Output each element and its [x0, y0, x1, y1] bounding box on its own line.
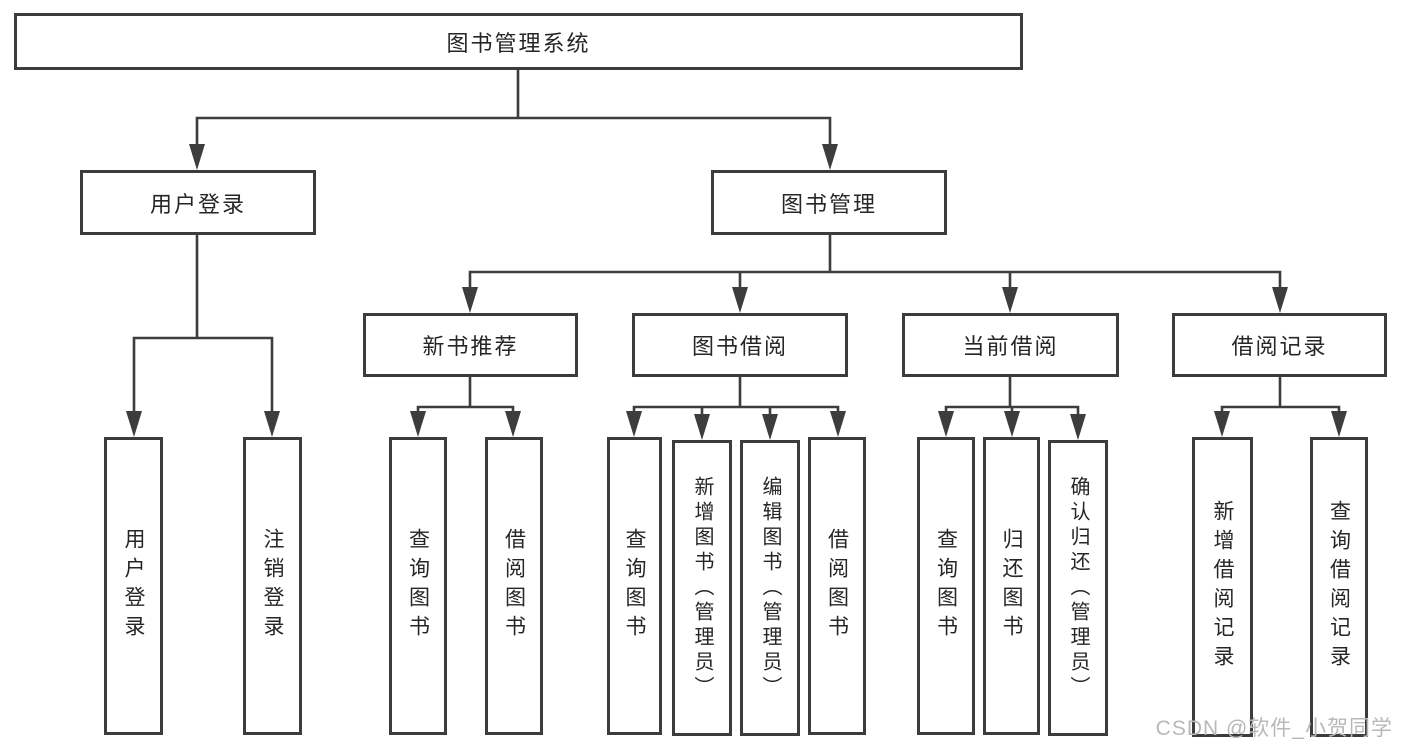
node-book-management: 图书管理	[711, 170, 947, 235]
node-current-borrowing: 当前借阅	[902, 313, 1119, 377]
leaf-label: 新增借阅记录	[1211, 500, 1234, 674]
csdn-watermark: CSDN @软件_小贺同学	[1155, 717, 1393, 740]
leaf-confirm-return-admin: 确认归还（管理员）	[1048, 440, 1108, 736]
leaf-label: 查询借阅记录	[1327, 500, 1351, 674]
leaf-label: 借阅图书	[502, 528, 526, 644]
node-book-borrowing: 图书借阅	[632, 313, 848, 377]
leaf-add-borrow-record: 新增借阅记录	[1192, 437, 1253, 737]
leaf-label: 确认归还（管理员）	[1067, 475, 1089, 701]
node-user-login: 用户登录	[80, 170, 316, 235]
leaf-label: 查询图书	[623, 528, 646, 644]
leaf-query-books-current: 查询图书	[917, 437, 975, 735]
node-new-book-recommend: 新书推荐	[363, 313, 578, 377]
leaf-return-books: 归还图书	[983, 437, 1040, 735]
node-root: 图书管理系统	[14, 13, 1023, 70]
leaf-borrow-books-borrowing: 借阅图书	[808, 437, 866, 735]
leaf-add-books-admin: 新增图书（管理员）	[672, 440, 732, 736]
leaf-label: 注销登录	[261, 528, 284, 644]
leaf-label: 新增图书（管理员）	[691, 475, 713, 701]
leaf-query-borrow-record: 查询借阅记录	[1310, 437, 1368, 737]
leaf-label: 借阅图书	[825, 528, 849, 644]
node-borrowing-records: 借阅记录	[1172, 313, 1387, 377]
leaf-query-books-recommend: 查询图书	[389, 437, 447, 735]
leaf-borrow-books-recommend: 借阅图书	[485, 437, 543, 735]
leaf-edit-books-admin: 编辑图书（管理员）	[740, 440, 800, 736]
leaf-label: 归还图书	[1000, 528, 1023, 644]
leaf-label: 查询图书	[406, 528, 430, 644]
leaf-query-books-borrowing: 查询图书	[607, 437, 662, 735]
leaf-label: 用户登录	[122, 528, 145, 644]
leaf-logout-login: 注销登录	[243, 437, 302, 735]
leaf-label: 编辑图书（管理员）	[759, 475, 781, 701]
leaf-label: 查询图书	[934, 528, 958, 644]
leaf-user-login: 用户登录	[104, 437, 163, 735]
